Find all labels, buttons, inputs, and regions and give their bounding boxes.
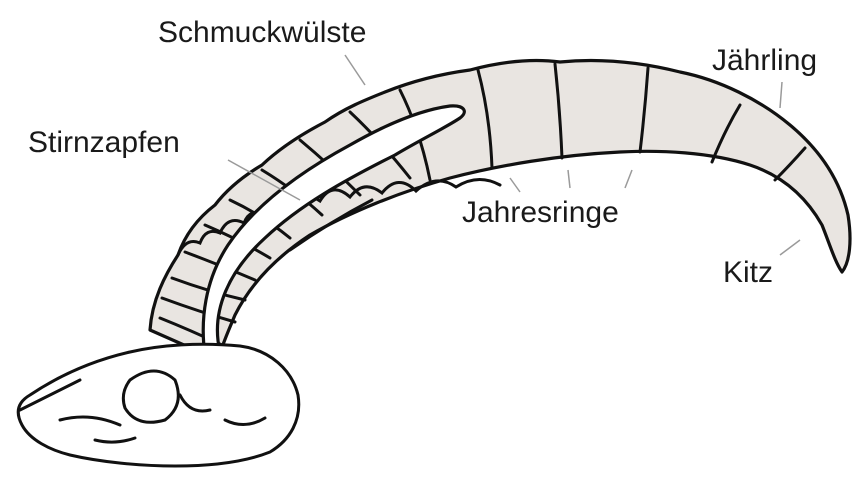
label-jaehrling: Jährling — [712, 46, 817, 76]
leader-jahresringe-2 — [568, 170, 570, 188]
skull — [18, 344, 298, 466]
leader-jahresringe-1 — [510, 178, 520, 192]
leader-jaehrling — [780, 82, 782, 108]
label-kitz: Kitz — [723, 258, 773, 288]
label-stirnzapfen: Stirnzapfen — [28, 128, 180, 158]
leader-jahresringe-3 — [625, 170, 632, 188]
leader-kitz — [780, 240, 800, 255]
label-schmuckwuelste: Schmuckwülste — [158, 18, 366, 48]
label-jahresringe: Jahresringe — [462, 198, 619, 228]
leader-schmuckwuelste — [345, 55, 365, 85]
